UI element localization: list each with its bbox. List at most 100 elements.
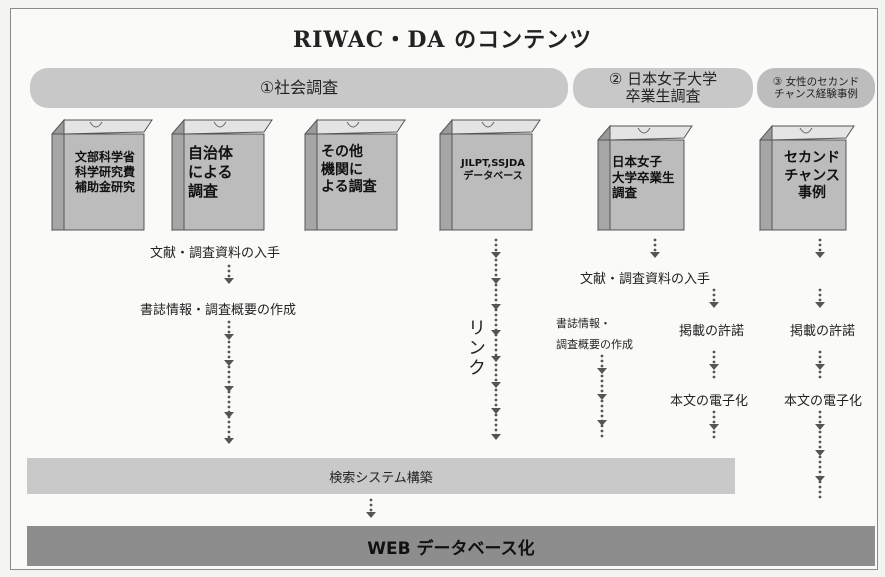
- arrow-dot: [494, 293, 498, 297]
- arrow-dot: [227, 264, 231, 268]
- arrow-head: [491, 356, 501, 362]
- dotted-arrow: [709, 288, 719, 308]
- arrow-head: [224, 360, 234, 366]
- arrow-dot: [494, 403, 498, 407]
- arrow-dot: [818, 243, 822, 247]
- arrow-dot: [227, 375, 231, 379]
- arrow-head: [815, 252, 825, 258]
- arrow-dot: [818, 350, 822, 354]
- arrow-dot: [600, 399, 604, 403]
- arrow-dot: [227, 355, 231, 359]
- dotted-arrow: [709, 350, 719, 379]
- arrow-dot: [227, 400, 231, 404]
- arrow-dot: [227, 269, 231, 273]
- arrow-dot: [494, 288, 498, 292]
- arrow-dot: [712, 375, 716, 379]
- arrow-dot: [227, 330, 231, 334]
- category-social-survey: ①社会調査: [30, 68, 568, 108]
- arrow-dot: [494, 398, 498, 402]
- arrow-dot: [494, 283, 498, 287]
- arrow-dot: [818, 355, 822, 359]
- box-mext-research: 文部科学省 科学研究費 補助金研究: [51, 118, 153, 232]
- arrow-dot: [494, 263, 498, 267]
- arrow-dot: [227, 365, 231, 369]
- dotted-arrow: [491, 238, 501, 440]
- arrow-dot: [494, 353, 498, 357]
- arrow-dot: [600, 389, 604, 393]
- dotted-arrow: [815, 288, 825, 308]
- arrow-dot: [227, 420, 231, 424]
- arrow-dot: [227, 340, 231, 344]
- step-permission-3: 掲載の許諾: [790, 324, 856, 339]
- arrow-head: [224, 334, 234, 340]
- step-acquire-materials-2: 文献・調査資料の入手: [580, 272, 711, 287]
- arrow-dot: [600, 379, 604, 383]
- arrow-dot: [600, 409, 604, 413]
- diagram-title: RIWAC・DA のコンテンツ: [292, 27, 593, 53]
- arrow-dot: [494, 373, 498, 377]
- arrow-dot: [818, 238, 822, 242]
- arrow-dot: [600, 414, 604, 418]
- dotted-arrow: [815, 410, 825, 499]
- arrow-dot: [494, 393, 498, 397]
- arrow-dot: [600, 384, 604, 388]
- arrow-dot: [369, 498, 373, 502]
- arrow-dot: [712, 410, 716, 414]
- search-system-label: 検索システム構築: [329, 470, 433, 486]
- web-database-label: WEB データベース化: [367, 538, 535, 559]
- dotted-arrow: [650, 238, 660, 258]
- box-icon: [759, 124, 855, 232]
- arrow-head: [491, 382, 501, 388]
- arrow-head: [366, 512, 376, 518]
- arrow-dot: [494, 423, 498, 427]
- arrow-dot: [600, 364, 604, 368]
- arrow-head: [597, 394, 607, 400]
- box-icon: [439, 118, 541, 232]
- arrow-dot: [712, 420, 716, 424]
- arrow-dot: [818, 293, 822, 297]
- arrow-dot: [494, 418, 498, 422]
- arrow-dot: [600, 429, 604, 433]
- arrow-dot: [818, 375, 822, 379]
- arrow-dot: [494, 248, 498, 252]
- arrow-dot: [818, 440, 822, 444]
- arrow-head: [815, 302, 825, 308]
- arrow-dot: [818, 360, 822, 364]
- arrow-dot: [227, 425, 231, 429]
- arrow-dot: [712, 293, 716, 297]
- arrow-dot: [818, 470, 822, 474]
- arrow-head: [491, 304, 501, 310]
- arrow-head: [491, 408, 501, 414]
- arrow-dot: [818, 435, 822, 439]
- arrow-dot: [494, 268, 498, 272]
- arrow-dot: [494, 348, 498, 352]
- box-icon: [597, 124, 693, 232]
- dotted-arrow: [224, 320, 234, 444]
- step-digitize: 本文の電子化: [670, 394, 749, 409]
- arrow-dot: [494, 238, 498, 242]
- arrow-dot: [494, 368, 498, 372]
- arrow-head: [491, 434, 501, 440]
- arrow-dot: [494, 363, 498, 367]
- arrow-dot: [600, 374, 604, 378]
- arrow-head: [709, 364, 719, 370]
- arrow-dot: [494, 318, 498, 322]
- box-label: 自治体 による 調査: [188, 144, 234, 200]
- arrow-dot: [712, 430, 716, 434]
- arrow-dot: [494, 313, 498, 317]
- box-second-chance: セカンド チャンス 事例: [759, 124, 855, 232]
- step-create-bibliography-2: 書誌情報・ 調査概要の作成: [556, 317, 633, 351]
- box-other-institutions: その他 機関に よる調査: [304, 118, 406, 232]
- dotted-arrow: [815, 350, 825, 379]
- arrow-dot: [712, 360, 716, 364]
- step-link: リンク: [465, 318, 486, 378]
- web-database-bar: WEB データベース化: [27, 526, 875, 566]
- arrow-dot: [818, 288, 822, 292]
- arrow-dot: [494, 273, 498, 277]
- arrow-dot: [818, 410, 822, 414]
- arrow-head: [491, 278, 501, 284]
- arrow-dot: [818, 445, 822, 449]
- arrow-head: [224, 386, 234, 392]
- box-jilpt-ssjda: JILPT,SSJDA データベース: [439, 118, 541, 232]
- arrow-head: [815, 476, 825, 482]
